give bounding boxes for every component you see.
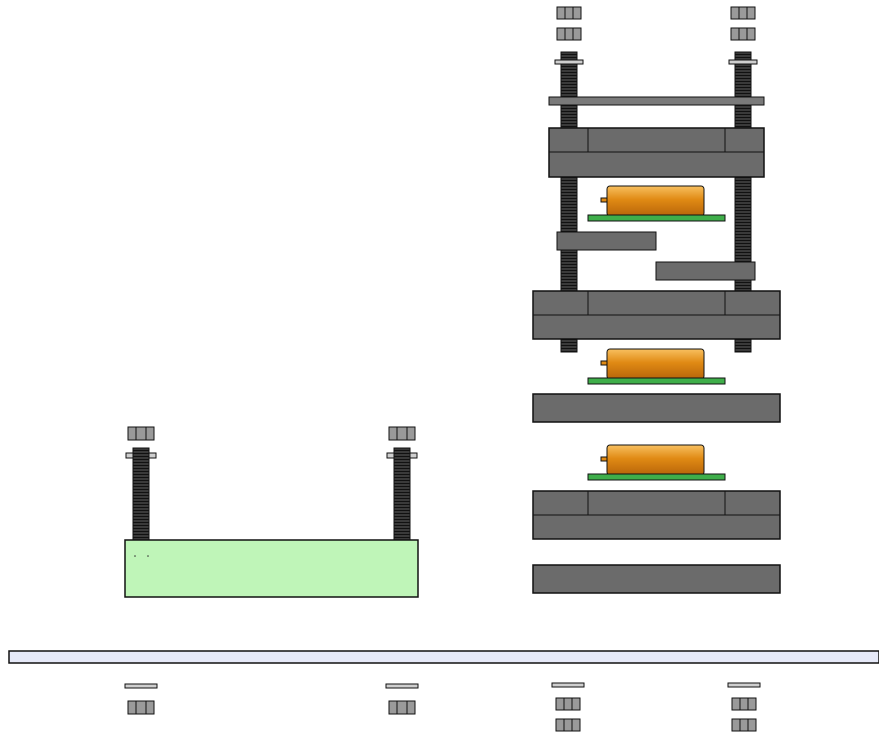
hex-nut-icon (388, 426, 416, 441)
hex-nut-icon (555, 697, 581, 711)
hex-nut-icon (388, 700, 416, 715)
pcb-icon (587, 473, 726, 481)
pressure-plate-icon (548, 127, 765, 178)
hex-nut-icon (556, 27, 582, 41)
threaded-rod-icon (132, 447, 150, 541)
washer-icon (551, 682, 585, 688)
hex-nut-icon (730, 27, 756, 41)
spacer-plate-icon (556, 231, 657, 251)
base-assembly (124, 426, 419, 598)
base-block-icon (124, 539, 419, 598)
pressure-plate-icon (532, 290, 781, 340)
washer-icon (728, 59, 758, 65)
plain-plate-icon (532, 393, 781, 423)
battery-cell-icon (600, 348, 705, 380)
guide-rail-icon (8, 650, 879, 664)
loose-hardware (124, 682, 761, 732)
hex-nut-icon (731, 718, 757, 732)
hex-nut-icon (127, 426, 155, 441)
hex-nut-icon (730, 6, 756, 20)
washer-icon (385, 683, 419, 689)
hex-nut-icon (556, 6, 582, 20)
washer-icon (727, 682, 761, 688)
cell-stack-assembly (532, 6, 781, 594)
washer-icon (124, 683, 158, 689)
washer-icon (554, 59, 584, 65)
top-plate-icon (548, 96, 765, 106)
hex-nut-icon (731, 697, 757, 711)
pcb-icon (587, 214, 726, 222)
spacer-plate-icon (655, 261, 756, 281)
pressure-plate-icon (532, 490, 781, 540)
bottom-plate-icon (532, 564, 781, 594)
hex-nut-icon (127, 700, 155, 715)
battery-cell-icon (600, 444, 705, 476)
threaded-rod-icon (393, 447, 411, 541)
battery-cell-icon (600, 185, 705, 217)
pcb-icon (587, 377, 726, 385)
threaded-rod-icon (560, 51, 578, 353)
hex-nut-icon (555, 718, 581, 732)
